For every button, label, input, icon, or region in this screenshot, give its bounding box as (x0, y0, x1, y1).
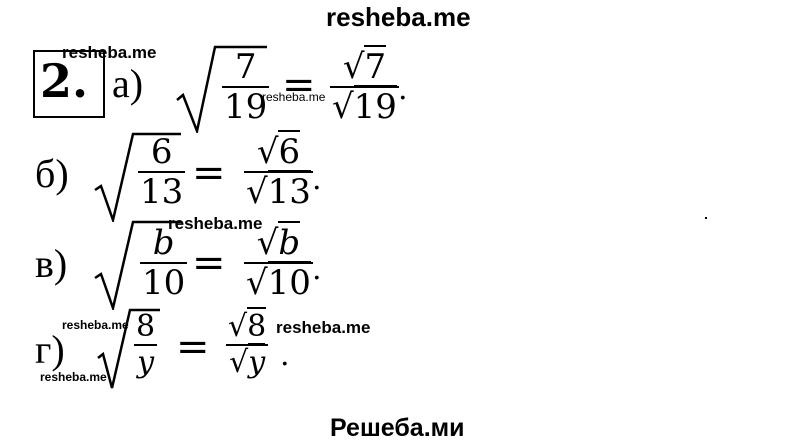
radical-sign-icon (94, 132, 181, 222)
equals-sign: = (192, 240, 226, 286)
item-b-label: б) (35, 151, 69, 196)
period: . (312, 162, 322, 197)
speck (705, 217, 707, 219)
period: . (280, 338, 290, 373)
radical-sign-icon (176, 45, 267, 133)
equals-sign: = (282, 62, 316, 108)
period: . (398, 72, 408, 107)
item-d-result: √8 √y (226, 307, 269, 380)
equals-sign: = (192, 150, 226, 196)
watermark-small: resheba.me (62, 43, 157, 62)
item-a-label: а) (112, 61, 144, 106)
watermark-small: resheba.me (62, 318, 129, 332)
item-b-fraction: 6 13 (138, 132, 186, 212)
period: . (312, 252, 322, 287)
watermark-small: resheba.me (168, 214, 263, 233)
item-c-result: √b √10 (244, 221, 313, 303)
watermark-small: resheba.me (262, 90, 326, 104)
watermark-top: resheba.me (326, 2, 471, 32)
item-c-fraction: b 10 (140, 223, 188, 303)
item-d-fraction: 8 y (134, 309, 158, 380)
radical-sign-icon (94, 220, 181, 310)
problem-number-box (33, 50, 105, 118)
equals-sign: = (176, 324, 210, 370)
problem-number: 2. (40, 54, 89, 108)
radical-sign-icon (97, 308, 160, 389)
watermark-small: resheba.me (276, 318, 371, 337)
item-a-result: √7 √19 (330, 45, 399, 127)
item-d-label: г) (35, 327, 65, 372)
watermark-bottom: Решеба.ми (330, 414, 465, 442)
item-b-result: √6 √13 (244, 130, 313, 212)
watermark-small: resheba.me (40, 370, 107, 384)
item-c-label: в) (35, 241, 68, 286)
item-a-fraction: 7 19 (222, 47, 270, 127)
